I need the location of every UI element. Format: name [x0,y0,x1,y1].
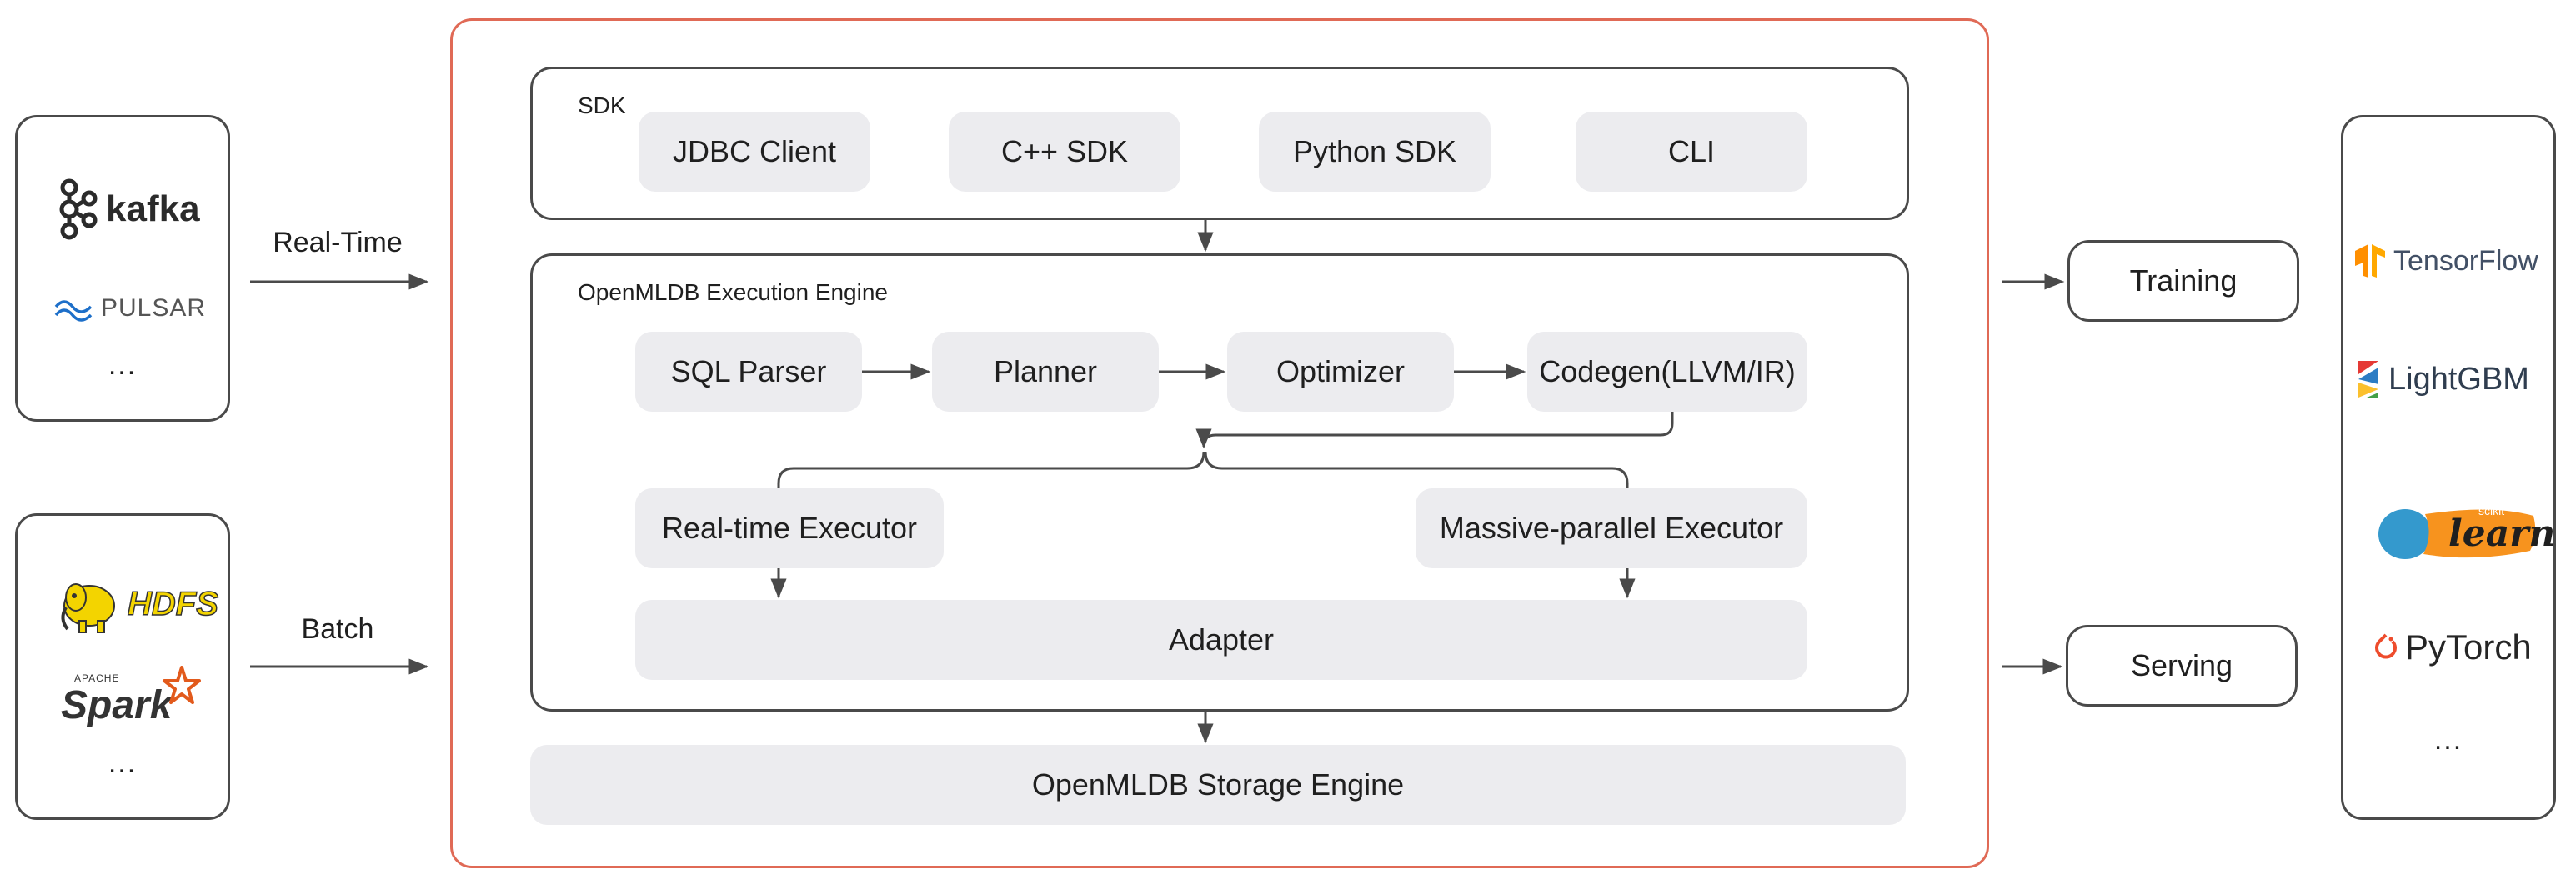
sklearn-learn-text: learn [2448,512,2556,555]
training-box: Training [2067,240,2299,322]
pytorch-text: PyTorch [2405,628,2532,667]
storage-engine-block: OpenMLDB Storage Engine [530,745,1906,825]
sdk-item-cpp-sdk: C++ SDK [949,112,1180,192]
sklearn-scikit-text: scikit [2478,504,2505,518]
pulsar-logo-icon [54,300,93,322]
batch-more-dots: ... [108,748,138,779]
sdk-title: SDK [578,92,626,118]
pulsar-logo: PULSAR [54,294,206,322]
tensorflow-text: TensorFlow [2393,244,2538,277]
spark-text: Spark [61,683,173,728]
connector-to-realtime-executor [777,451,1205,488]
sql-parser-block: SQL Parser [635,332,862,412]
execution-engine-title: OpenMLDB Execution Engine [578,279,888,305]
pytorch-logo: PyTorch [2373,628,2532,668]
sklearn-logo: scikit learn [2375,499,2555,566]
connector-to-parallel-executor [1204,451,1629,488]
hdfs-text: HDFS [127,585,218,623]
ml-more-dots: ... [2433,724,2463,756]
sdk-item-jdbc-client: JDBC Client [639,112,870,192]
hdfs-logo: HDFS [54,571,219,638]
openmldb-outer-frame [450,18,1989,868]
serving-box: Serving [2066,625,2298,707]
lightgbm-logo: LightGBM [2355,359,2529,399]
massive-parallel-executor-block: Massive-parallel Executor [1416,488,1807,568]
batch-source-box: HDFS APACHE Spark ... [15,513,230,820]
spark-star-icon [163,666,201,704]
planner-block: Planner [932,332,1159,412]
batch-flow-label: Batch [301,613,374,645]
realtime-flow-label: Real-Time [273,227,403,258]
kafka-logo-icon [59,178,98,240]
pulsar-text: PULSAR [101,294,207,322]
spark-logo: APACHE Spark [61,666,219,746]
ml-frameworks-box: TensorFlow LightGBM scikit learn PyTorch… [2341,115,2556,820]
optimizer-block: Optimizer [1227,332,1454,412]
kafka-logo: kafka [56,178,200,241]
adapter-block: Adapter [635,600,1807,680]
tensorflow-icon [2355,244,2385,278]
codegen-block: Codegen(LLVM/IR) [1527,332,1807,412]
sdk-item-cli: CLI [1576,112,1807,192]
lightgbm-icon [2358,361,2378,398]
sklearn-icon [2378,509,2536,559]
kafka-text: kafka [106,188,200,229]
lightgbm-text: LightGBM [2388,361,2529,397]
realtime-executor-block: Real-time Executor [635,488,944,568]
sdk-item-python-sdk: Python SDK [1259,112,1491,192]
realtime-source-box: kafka PULSAR ... [15,115,230,422]
pytorch-icon [2375,633,2397,659]
tensorflow-logo: TensorFlow [2353,242,2538,279]
spark-apache-text: APACHE [74,672,120,684]
hdfs-elephant-icon [61,583,115,633]
realtime-more-dots: ... [108,349,138,381]
connector-codegen-down [1195,412,1674,449]
